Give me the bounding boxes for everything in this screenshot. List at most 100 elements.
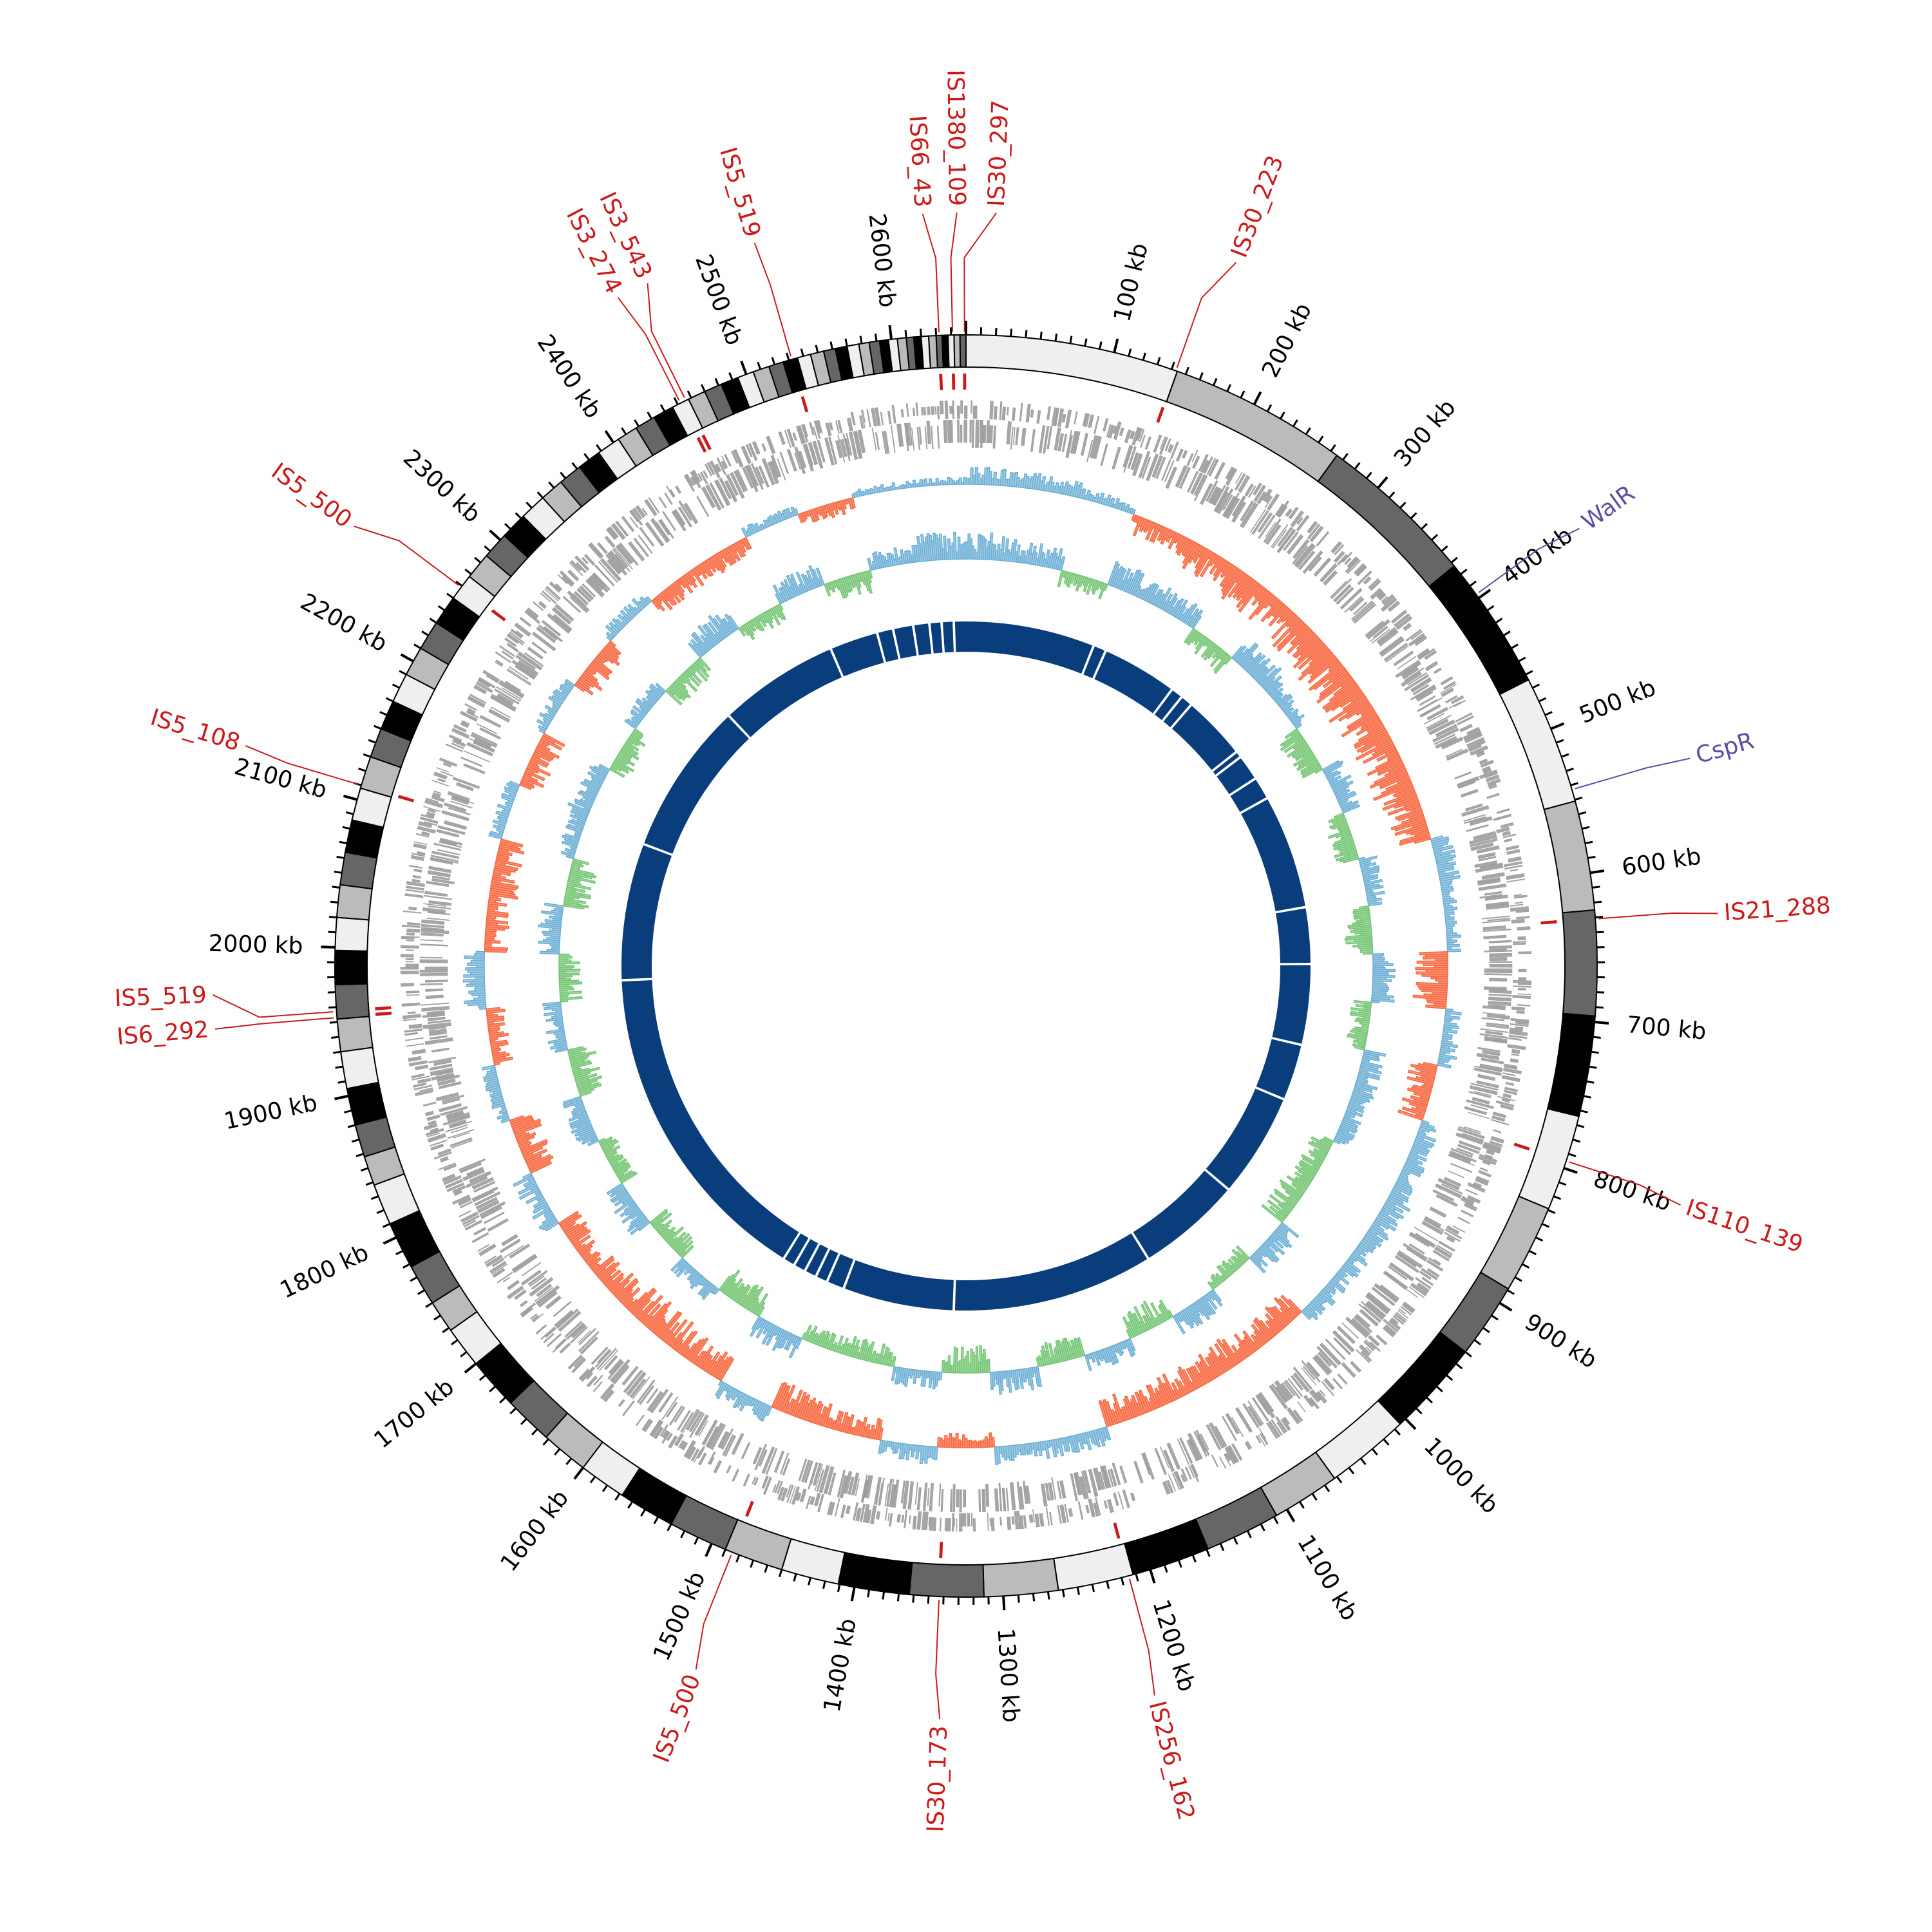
minor-tick bbox=[1233, 1537, 1238, 1545]
minor-tick bbox=[653, 1516, 659, 1524]
minor-tick bbox=[1240, 390, 1245, 399]
is-label-connector bbox=[950, 212, 958, 332]
minor-tick bbox=[1219, 1543, 1225, 1551]
major-tick bbox=[888, 325, 893, 340]
inner-ring-segment bbox=[817, 1249, 838, 1281]
minor-tick bbox=[1025, 330, 1028, 338]
inner-ring-segment bbox=[878, 629, 898, 663]
is-element-marker bbox=[1513, 1142, 1530, 1151]
tick-label: 1000 kb bbox=[1419, 1433, 1504, 1519]
minor-tick bbox=[920, 328, 922, 337]
gc-content-negative bbox=[558, 569, 1374, 1374]
minor-tick bbox=[1135, 1573, 1139, 1582]
is-element-label: IS21_288 bbox=[1723, 893, 1832, 926]
inner-ring-segment bbox=[1094, 651, 1171, 714]
minor-tick bbox=[904, 330, 907, 338]
minor-tick bbox=[1365, 471, 1372, 479]
ideogram-band bbox=[1546, 1012, 1596, 1117]
minor-tick bbox=[589, 1475, 596, 1484]
minor-tick bbox=[437, 605, 446, 611]
inner-ring-segment bbox=[621, 980, 799, 1258]
minor-tick bbox=[328, 931, 336, 934]
minor-tick bbox=[596, 444, 602, 452]
minor-tick bbox=[1441, 545, 1448, 552]
minor-tick bbox=[1544, 711, 1553, 716]
gene-track bbox=[400, 400, 1532, 1532]
minor-tick bbox=[583, 453, 590, 460]
ideogram-band bbox=[1123, 1518, 1209, 1576]
minor-tick bbox=[1556, 739, 1564, 744]
minor-tick bbox=[757, 361, 762, 370]
minor-tick bbox=[344, 1110, 352, 1113]
minor-tick bbox=[1486, 605, 1495, 611]
minor-tick bbox=[548, 481, 555, 489]
minor-tick bbox=[1416, 1407, 1423, 1415]
minor-tick bbox=[1206, 1549, 1211, 1557]
minor-tick bbox=[601, 1484, 609, 1492]
gc-skew-track bbox=[462, 466, 1462, 1465]
inner-ring-segment bbox=[954, 1233, 1148, 1311]
minor-tick bbox=[1399, 502, 1406, 509]
is-label-connector bbox=[753, 242, 791, 357]
is-element-label: IS30_173 bbox=[923, 1725, 953, 1833]
is-label-connector bbox=[1176, 262, 1237, 368]
minor-tick bbox=[560, 471, 567, 479]
minor-tick bbox=[1455, 1363, 1463, 1370]
minor-tick bbox=[474, 556, 482, 564]
minor-tick bbox=[771, 357, 776, 365]
minor-tick bbox=[442, 1327, 450, 1333]
tick-label: 100 kb bbox=[1109, 241, 1153, 325]
minor-tick bbox=[1213, 377, 1218, 386]
minor-tick bbox=[334, 871, 342, 874]
minor-tick bbox=[1266, 404, 1273, 412]
minor-tick bbox=[478, 1374, 486, 1381]
minor-tick bbox=[1464, 1351, 1472, 1358]
minor-tick bbox=[1280, 412, 1285, 420]
minor-tick bbox=[927, 1596, 930, 1604]
minor-tick bbox=[1576, 1124, 1585, 1128]
tick-label: 2200 kb bbox=[296, 589, 392, 658]
tick-label: 2300 kb bbox=[398, 445, 486, 528]
is-label-connector bbox=[354, 526, 459, 586]
minor-tick bbox=[882, 1591, 886, 1600]
minor-tick bbox=[1431, 534, 1438, 541]
is-label-connector bbox=[695, 1555, 732, 1670]
tick-label: 400 kb bbox=[1497, 522, 1578, 591]
minor-tick bbox=[680, 1530, 686, 1539]
inner-ring-segment bbox=[894, 625, 917, 659]
gene-track-forward bbox=[400, 400, 1532, 1532]
tick-label: 2600 kb bbox=[863, 212, 900, 309]
minor-tick bbox=[1446, 1374, 1454, 1381]
major-tick bbox=[1149, 1569, 1156, 1584]
gc-skew-positive bbox=[462, 466, 1462, 1465]
minor-tick bbox=[358, 768, 366, 772]
minor-tick bbox=[728, 372, 734, 381]
minor-tick bbox=[1421, 523, 1428, 530]
minor-tick bbox=[339, 840, 347, 844]
minor-tick bbox=[425, 1302, 433, 1308]
minor-tick bbox=[1469, 580, 1477, 587]
minor-tick bbox=[1595, 916, 1604, 919]
minor-tick bbox=[867, 1589, 871, 1598]
minor-tick bbox=[1587, 855, 1596, 859]
minor-tick bbox=[640, 1509, 646, 1517]
is-element-marker bbox=[1113, 1522, 1121, 1539]
tick-label: 1300 kb bbox=[992, 1627, 1025, 1723]
minor-tick bbox=[614, 1493, 621, 1501]
ideogram-band bbox=[339, 851, 378, 890]
ideogram-band bbox=[982, 1557, 1059, 1598]
minor-tick bbox=[363, 753, 371, 758]
minor-tick bbox=[1388, 491, 1396, 499]
minor-tick bbox=[1491, 1314, 1499, 1321]
minor-tick bbox=[1336, 1475, 1343, 1484]
minor-tick bbox=[1293, 419, 1298, 427]
inner-ring-segment bbox=[1276, 908, 1311, 963]
minor-tick bbox=[429, 618, 437, 624]
minor-tick bbox=[1535, 1236, 1544, 1242]
minor-tick bbox=[1574, 797, 1583, 801]
is-element-label: IS5_108 bbox=[147, 705, 243, 757]
minor-tick bbox=[499, 1396, 506, 1404]
minor-tick bbox=[844, 338, 848, 346]
minor-tick bbox=[1163, 1564, 1168, 1573]
